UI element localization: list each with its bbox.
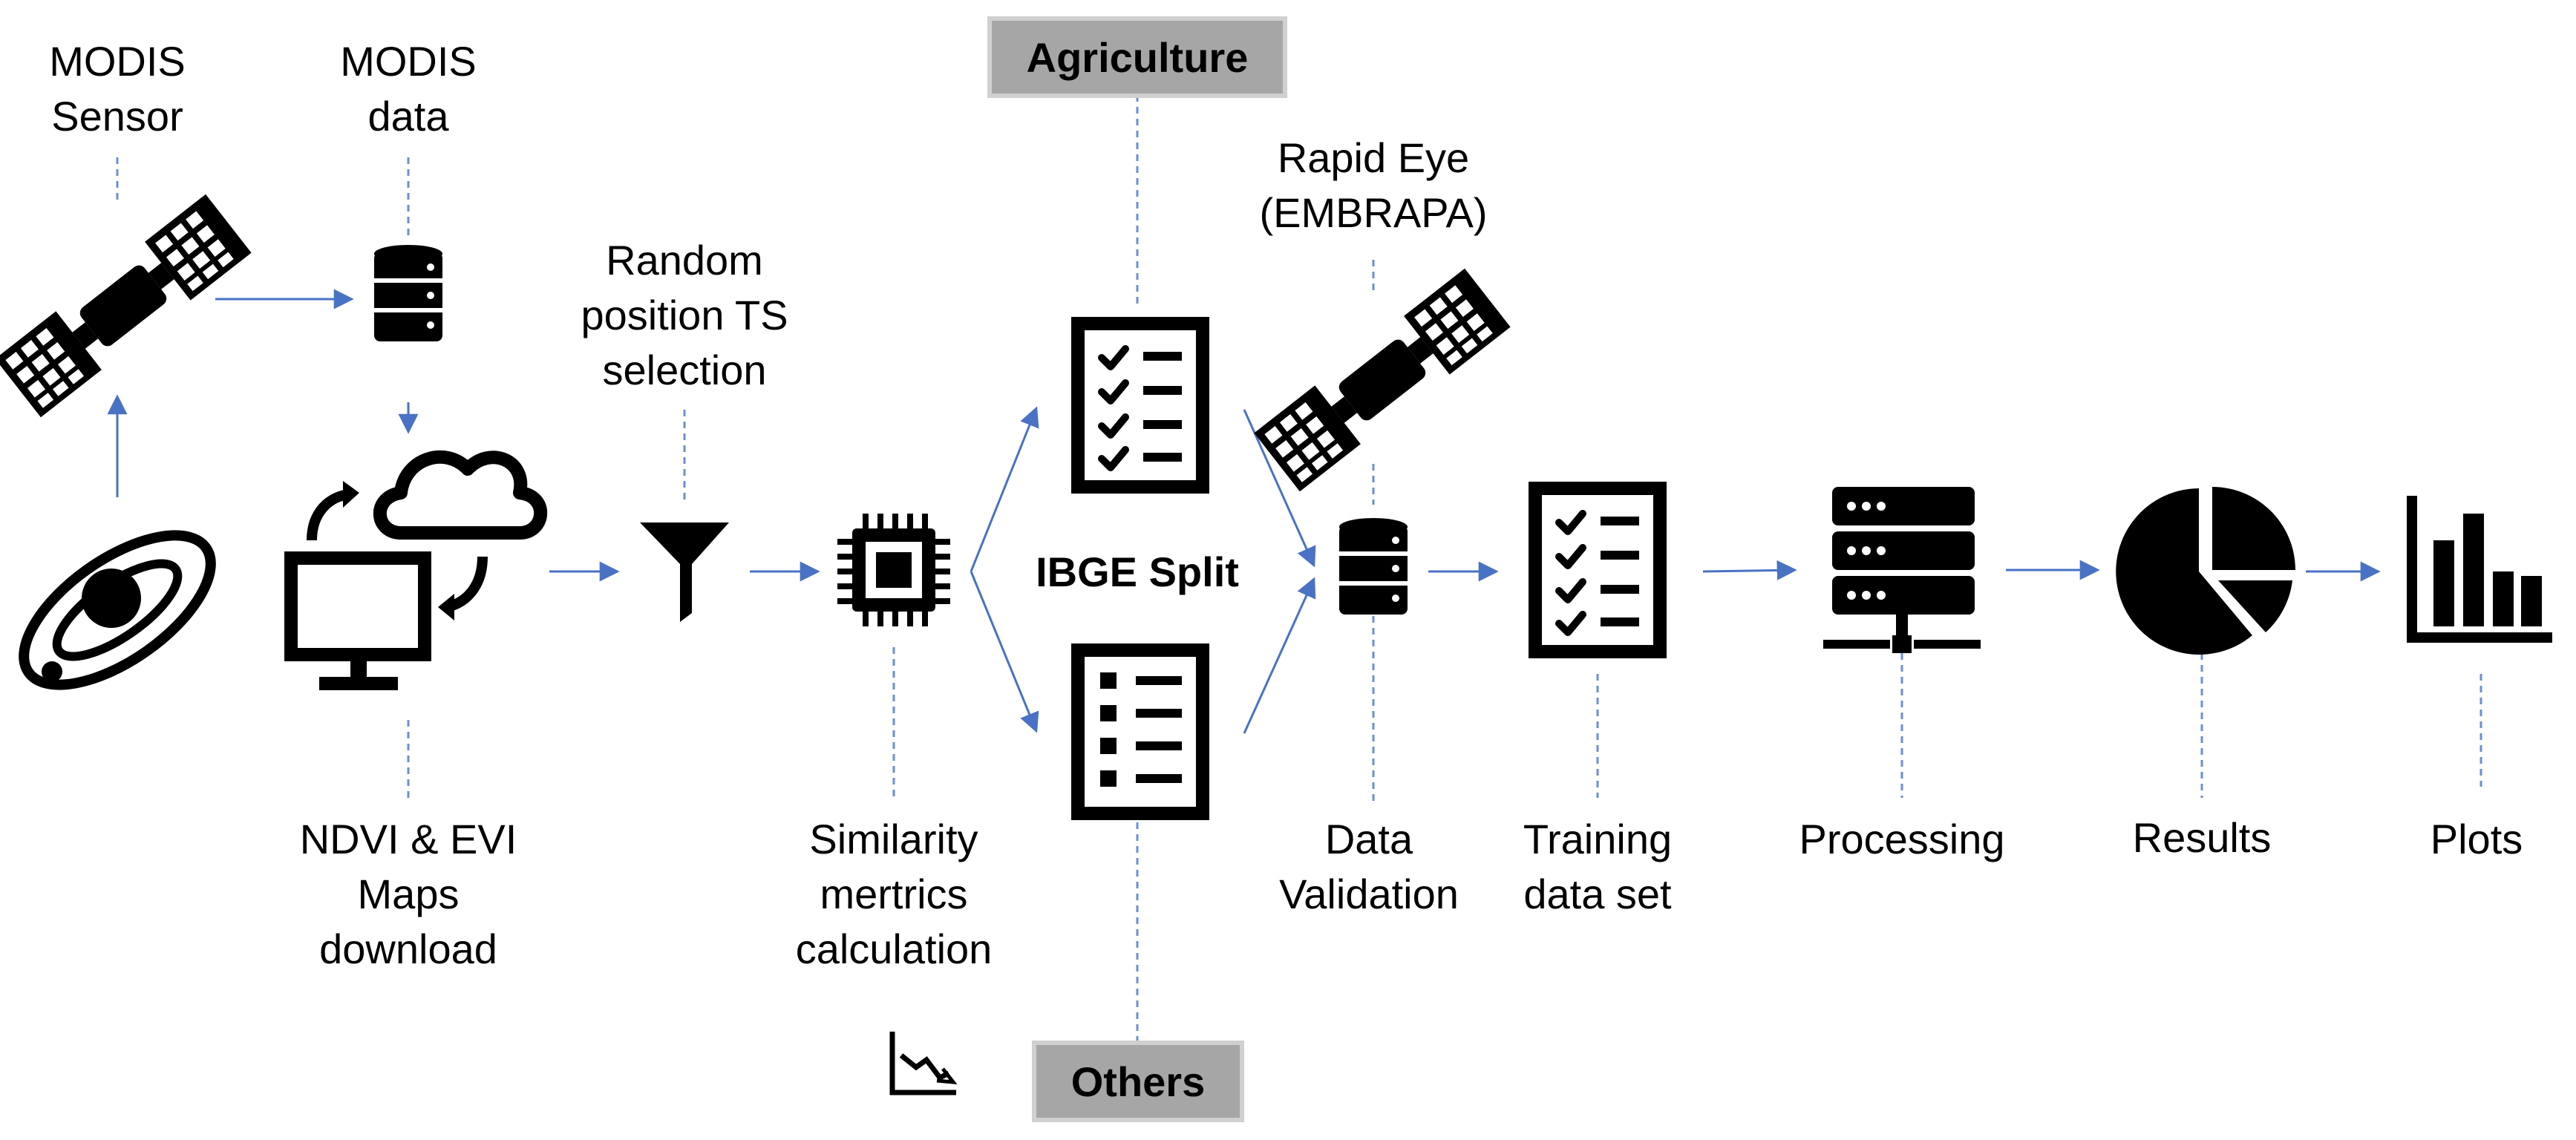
- database-icon: [374, 245, 442, 341]
- satellite-icon: [1254, 268, 1511, 492]
- modis-data-label: MODIS data: [340, 38, 477, 140]
- others-box: Others: [1032, 1041, 1244, 1122]
- agriculture-box: Agriculture: [987, 16, 1287, 98]
- galaxy-icon: [19, 530, 216, 690]
- rapid-eye-label: Rapid Eye (EMBRAPA): [1259, 134, 1488, 236]
- bar-chart-icon: [2407, 496, 2552, 643]
- downtrend-chart-icon: [889, 1032, 958, 1095]
- training-data-label: Training data set: [1523, 816, 1673, 917]
- pie-chart-icon: [2116, 487, 2295, 655]
- checklist-icon: [1071, 317, 1209, 494]
- plots-label: Plots: [2430, 816, 2523, 862]
- ndvi-evi-label: NDVI & EVI Maps download: [299, 816, 517, 972]
- server-icon: [1823, 487, 1981, 653]
- arrow-chip-to-agriculture: [970, 406, 1039, 572]
- modis-sensor-label: MODIS Sensor: [49, 38, 186, 140]
- arrow-others-to-db: [1243, 577, 1316, 734]
- arrow-training-to-server: [1702, 560, 1797, 580]
- ibge-split-label: IBGE Split: [1036, 548, 1239, 595]
- arrow-chip-to-others: [970, 571, 1039, 733]
- flow-arrows: [107, 289, 2381, 734]
- random-position-label: Random position TS selection: [581, 237, 788, 393]
- satellite-icon: [0, 194, 252, 418]
- checklist-icon: [1529, 482, 1667, 658]
- database-icon: [1339, 518, 1408, 615]
- similarity-label: Similarity mertrics calculation: [795, 816, 993, 972]
- cloud-sync-monitor-icon: [284, 451, 548, 690]
- data-validation-label: Data Validation: [1279, 816, 1459, 917]
- results-label: Results: [2132, 814, 2272, 861]
- list-icon: [1071, 643, 1209, 820]
- funnel-icon: [640, 522, 729, 622]
- processing-label: Processing: [1799, 816, 2005, 862]
- dashed-connectors: [116, 95, 2482, 1043]
- cpu-chip-icon: [837, 514, 950, 626]
- arrow-agriculture-to-db: [1243, 409, 1316, 568]
